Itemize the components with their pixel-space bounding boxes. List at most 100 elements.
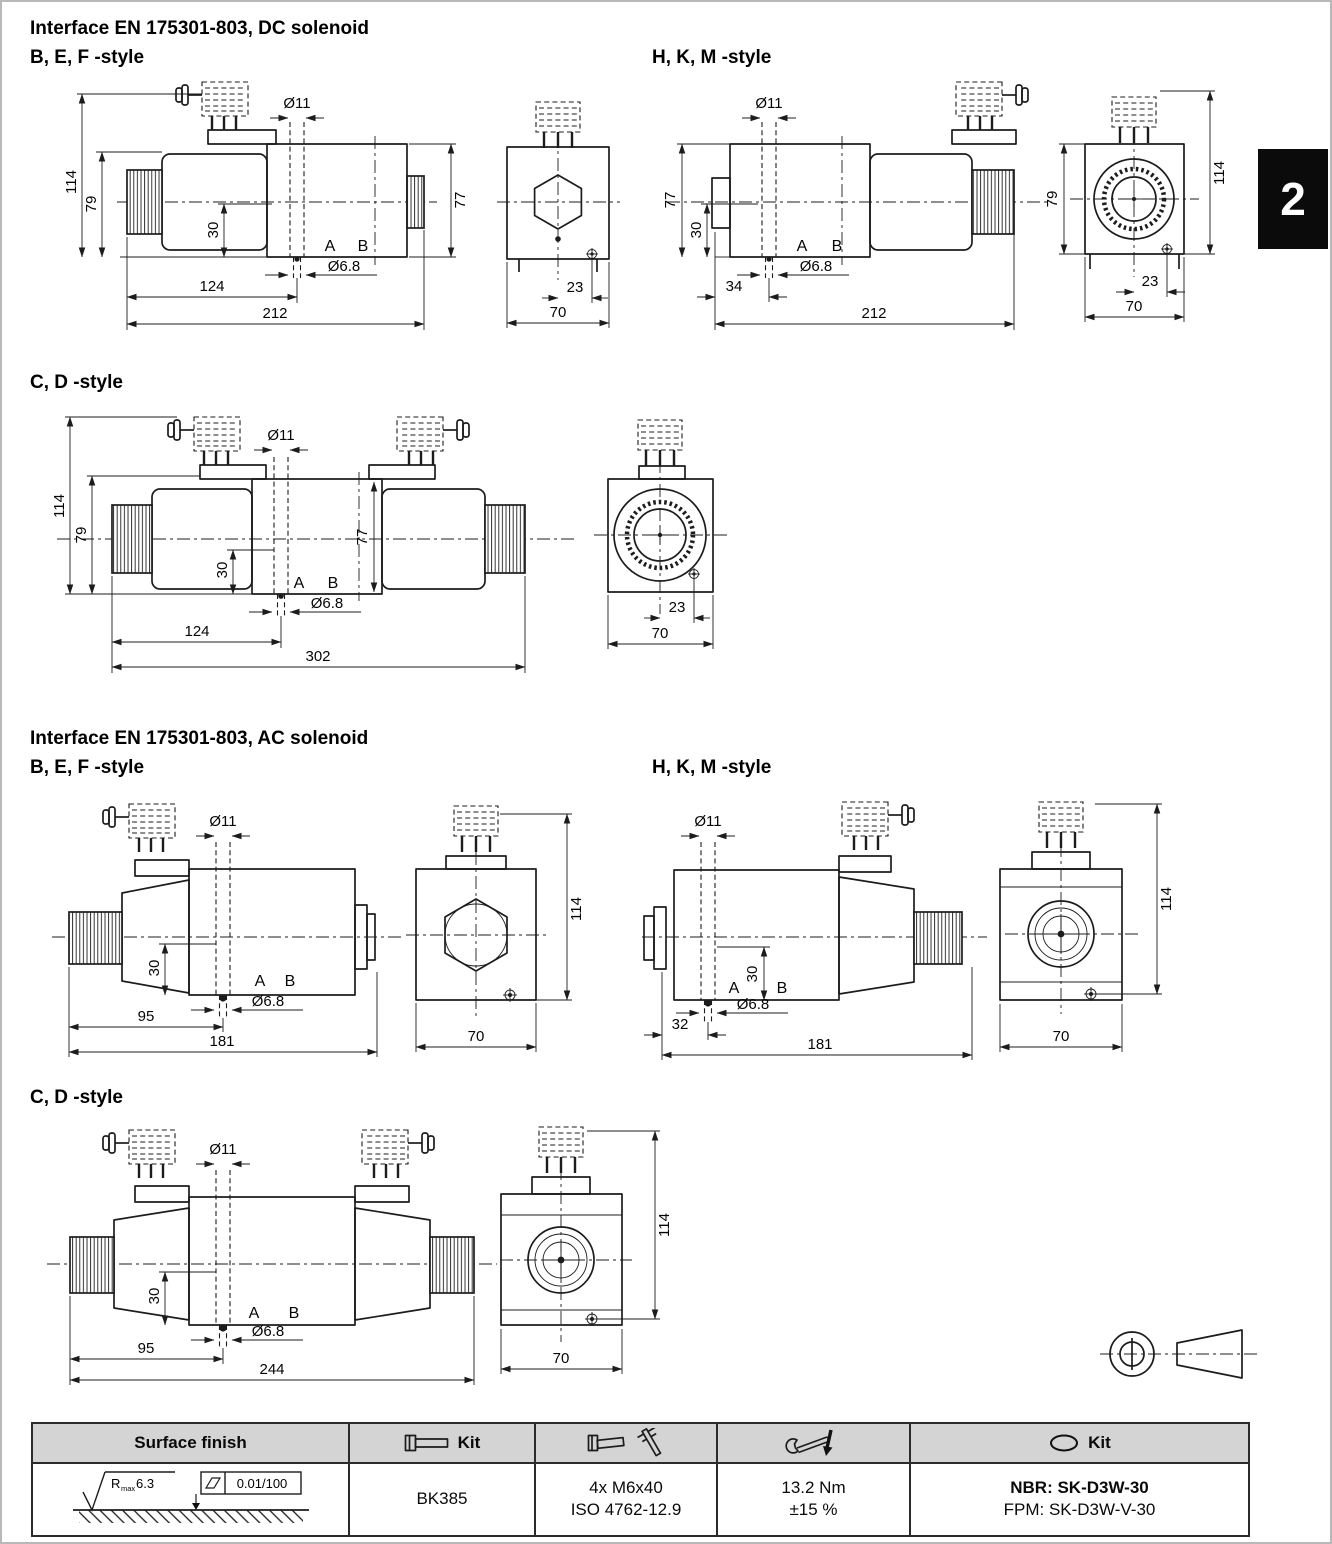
screws-size: 4x M6x40 [589, 1477, 663, 1497]
screws-standard: ISO 4762-12.9 [570, 1500, 682, 1520]
dim-114: 114 [63, 170, 80, 194]
din-connector-icon [174, 80, 250, 132]
dc-hkm-heading: H, K, M -style [652, 47, 772, 68]
solenoid-left [111, 464, 267, 590]
page-section-number: 2 [1280, 173, 1306, 225]
oring-kit-header-label: Kit [1088, 1433, 1111, 1452]
dim-dia11: Ø11 [283, 95, 310, 112]
solenoid-right [368, 464, 526, 590]
dim-32: 32 [672, 1016, 689, 1033]
torque-wrench-icon [784, 1429, 833, 1456]
drawing-ac-hkm-end: 114 70 [999, 800, 1175, 1052]
valve-body [643, 869, 840, 1001]
dim-77: 77 [452, 192, 469, 209]
port-b-label: B [358, 238, 369, 255]
drawing-ac-bef-end: 114 70 [406, 804, 585, 1052]
dim-dia11: Ø11 [267, 427, 294, 444]
dim-30: 30 [688, 222, 705, 239]
spec-table-body-row: R max 6.3 0.01/100 BK385 4x M6x40 ISO 47… [31, 1462, 1250, 1537]
dimensions: 23 70 [607, 579, 714, 649]
dim-dia68: Ø6.8 [252, 993, 285, 1010]
oring-icon [1050, 1434, 1079, 1452]
dc-bef-heading: B, E, F -style [30, 47, 145, 68]
valve-body [188, 1196, 356, 1326]
dim-79: 79 [1044, 191, 1061, 208]
valve-body [711, 136, 871, 265]
hex-plug [533, 174, 583, 230]
torque-value: 13.2 Nm [781, 1477, 846, 1497]
mounting-holes [289, 122, 305, 278]
solenoid [68, 859, 190, 994]
solenoid-left [69, 1185, 190, 1321]
dimensions: 114 79 Ø11 30 A B Ø6.8 124 212 77 [63, 93, 469, 330]
dim-79: 79 [83, 196, 100, 213]
bolt-icon [587, 1434, 625, 1452]
dim-30: 30 [205, 222, 222, 239]
drawing-ac-bef-side: Ø11 30 A B Ø6.8 95 181 [52, 802, 402, 1057]
dim-34: 34 [726, 278, 743, 295]
page-section-tab: 2 [1258, 149, 1328, 249]
projection-method-icon [1100, 1329, 1257, 1379]
port-a-label: A [249, 1305, 260, 1322]
oring-kit-header: Kit [909, 1422, 1250, 1464]
solenoid-right [354, 1185, 475, 1321]
solenoid-end [500, 1193, 623, 1326]
dimensions: Ø11 30 A B Ø6.8 95 244 [69, 1141, 475, 1385]
port-a-label: A [294, 575, 305, 592]
dim-30: 30 [744, 966, 761, 983]
mounting-holes [215, 842, 231, 1018]
dim-95: 95 [138, 1008, 155, 1025]
dim-244: 244 [259, 1361, 284, 1378]
flatness-icon [204, 1477, 221, 1489]
coil-rings [527, 1226, 595, 1294]
bolt-hole [503, 988, 517, 1002]
dimensions: Ø11 30 A B Ø6.8 32 181 [644, 813, 973, 1060]
coil-rings [1027, 900, 1095, 968]
din-connector-icon [101, 1128, 177, 1180]
dim-95: 95 [138, 1340, 155, 1357]
din-connector-icon [395, 415, 471, 467]
roughness-rsub-label: max [121, 1484, 135, 1493]
surface-finish-symbol: R max 6.3 0.01/100 [72, 1471, 309, 1523]
ac-section-title: Interface EN 175301-803, AC solenoid [30, 728, 369, 749]
drawing-dc-bef-side: 114 79 Ø11 30 A B Ø6.8 124 212 77 [63, 80, 469, 330]
dim-dia11: Ø11 [755, 95, 782, 112]
bolt-hole [688, 568, 700, 580]
ac-hkm-heading: H, K, M -style [652, 757, 772, 778]
dim-70: 70 [550, 304, 567, 321]
din-connector-icon [1037, 800, 1085, 850]
spec-table: Surface finish Kit [31, 1422, 1250, 1537]
dimensions: 23 70 [506, 259, 610, 328]
bolt-hole [1084, 987, 1098, 1001]
dim-124: 124 [199, 278, 224, 295]
dim-dia68: Ø6.8 [311, 595, 344, 612]
dim-114: 114 [656, 1213, 673, 1237]
bolt-hole [586, 248, 598, 260]
roughness-r-label: R [111, 1476, 120, 1491]
port-a-label: A [255, 973, 266, 990]
dim-dia11: Ø11 [209, 1141, 236, 1158]
dim-70: 70 [468, 1028, 485, 1045]
surface-finish-cell: R max 6.3 0.01/100 [31, 1462, 350, 1537]
din-connector-icon [360, 1128, 436, 1180]
dim-30: 30 [146, 1288, 163, 1305]
din-connector-icon [840, 800, 916, 852]
bolt-kit-value: BK385 [416, 1489, 468, 1508]
port-a-label: A [729, 980, 740, 997]
drawing-dc-cd-end: 23 70 [594, 418, 728, 649]
din-connector-icon [452, 804, 500, 854]
dimensions: 114 70 [999, 803, 1175, 1052]
drawing-dc-hkm-side: Ø11 77 30 A B Ø6.8 34 212 [662, 80, 1052, 330]
bolt-kit-cell: BK385 [348, 1462, 536, 1537]
solenoid [869, 129, 1017, 251]
dim-77: 77 [662, 192, 679, 209]
dim-23: 23 [1142, 273, 1159, 290]
bolt-kit-header: Kit [348, 1422, 536, 1464]
surface-finish-header-label: Surface finish [134, 1433, 247, 1452]
dim-dia68: Ø6.8 [328, 258, 361, 275]
dim-23: 23 [567, 279, 584, 296]
drawing-dc-cd-side: Ø11 114 79 77 30 A B Ø6.8 124 302 [51, 415, 577, 673]
dimensions: Ø11 77 30 A B Ø6.8 34 212 [662, 95, 1015, 330]
port-b-label: B [289, 1305, 300, 1322]
